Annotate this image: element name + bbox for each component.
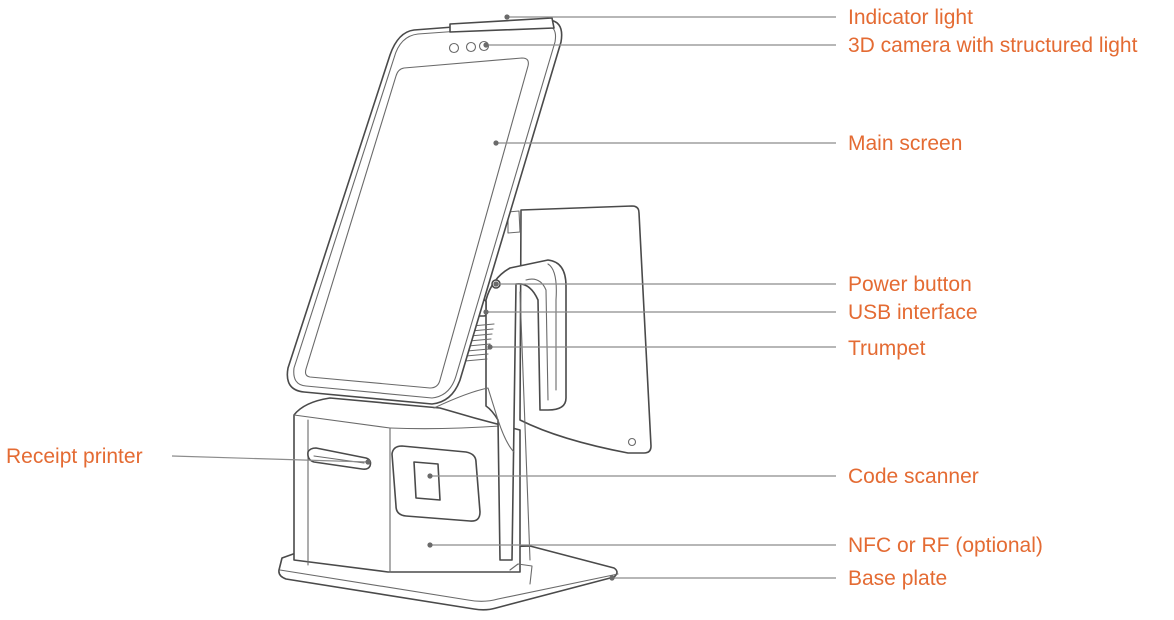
callout-labels: Indicator light 3D camera with structure… bbox=[6, 6, 1138, 590]
anchor-indicator-light bbox=[504, 14, 510, 20]
label-indicator-light: Indicator light bbox=[848, 6, 973, 29]
anchor-power-button bbox=[493, 281, 499, 287]
label-base-plate: Base plate bbox=[848, 567, 947, 590]
label-nfc-rf: NFC or RF (optional) bbox=[848, 534, 1043, 557]
anchor-usb-interface bbox=[483, 309, 489, 315]
anchor-trumpet bbox=[487, 344, 493, 350]
anchor-receipt-printer bbox=[365, 459, 371, 465]
leader-receipt-printer bbox=[171, 455, 369, 463]
label-camera-3d: 3D camera with structured light bbox=[848, 34, 1138, 57]
label-receipt-printer: Receipt printer bbox=[6, 445, 143, 468]
anchor-code-scanner bbox=[427, 473, 433, 479]
anchor-camera-3d bbox=[483, 42, 489, 48]
lower-body bbox=[293, 397, 533, 585]
anchor-nfc-rf bbox=[427, 542, 433, 548]
leader-lines bbox=[171, 14, 836, 581]
label-code-scanner: Code scanner bbox=[848, 465, 979, 488]
main-tablet bbox=[286, 17, 563, 405]
label-main-screen: Main screen bbox=[848, 132, 962, 155]
label-power-button: Power button bbox=[848, 273, 972, 296]
anchor-main-screen bbox=[493, 140, 499, 146]
label-usb-interface: USB interface bbox=[848, 301, 978, 324]
trumpet-grille bbox=[464, 323, 495, 362]
anchor-base-plate bbox=[609, 575, 615, 581]
rear-display bbox=[507, 205, 652, 454]
kiosk-illustration bbox=[278, 17, 652, 611]
label-trumpet: Trumpet bbox=[848, 337, 926, 360]
